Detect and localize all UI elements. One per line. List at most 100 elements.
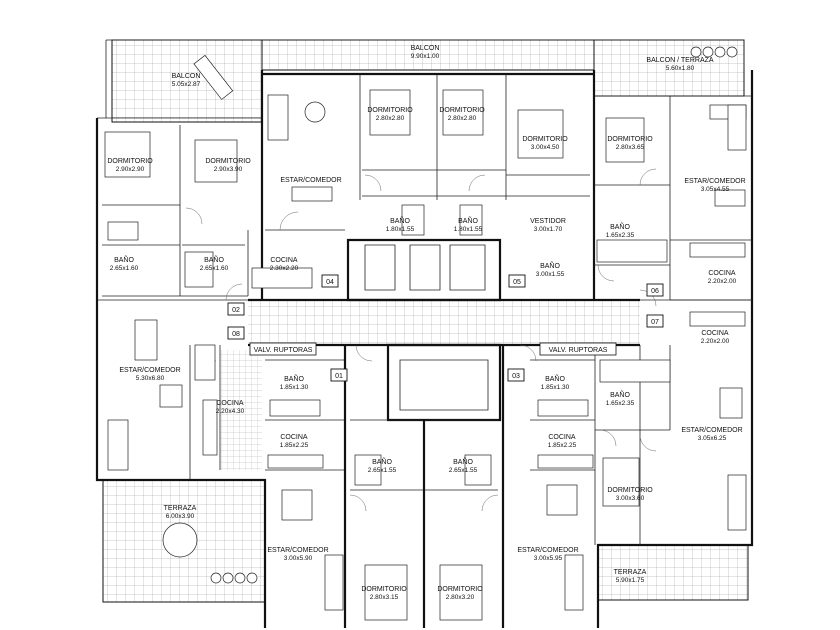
room-dimension-label: 2.80x2.80 <box>376 115 405 122</box>
unit-tag-label: 05 <box>513 279 521 286</box>
plant-icons <box>193 46 738 584</box>
valve-label-left: VALV. RUPTORAS <box>254 347 313 354</box>
unit-tag-02: 02 <box>227 302 245 316</box>
room-name-label: COCINA <box>708 270 736 277</box>
room-name-label: ESTAR/COMEDOR <box>119 367 180 374</box>
room-name-label: BAÑO <box>114 255 134 264</box>
room-name-label: BAÑO <box>453 457 473 466</box>
room-dimension-label: 1.80x1.55 <box>454 226 483 233</box>
room-name-label: DORMITORIO <box>437 586 483 593</box>
plant-icon <box>210 572 258 584</box>
room-name-label: BAÑO <box>284 374 304 383</box>
room-name-label: COCINA <box>548 434 576 441</box>
room-dimension-label: 9.90x1.00 <box>411 53 440 60</box>
balconies <box>102 39 749 603</box>
room-name-label: ESTAR/COMEDOR <box>684 178 745 185</box>
room-name-label: DORMITORIO <box>439 107 485 114</box>
valve-labels: VALV. RUPTORAS VALV. RUPTORAS <box>249 342 617 356</box>
room-dimension-label: 2.65x1.55 <box>449 467 478 474</box>
room-name-label: DORMITORIO <box>367 107 413 114</box>
sun-lounger-icon <box>193 54 234 100</box>
room-dimension-label: 2.90x2.90 <box>116 166 145 173</box>
unit-tag-label: 06 <box>651 288 659 295</box>
unit-tag-05: 05 <box>508 274 526 288</box>
room-name-label: TERRAZA <box>614 569 647 576</box>
valve-label-right: VALV. RUPTORAS <box>549 347 608 354</box>
room-dimension-label: 5.90x1.75 <box>616 577 645 584</box>
room-dimension-label: 2.65x1.55 <box>368 467 397 474</box>
room-name-label: DORMITORIO <box>361 586 407 593</box>
room-name-label: DORMITORIO <box>607 487 653 494</box>
room-dimension-label: 6.00x3.90 <box>166 513 195 520</box>
room-name-label: BAÑO <box>545 374 565 383</box>
room-dimension-label: 2.20x4.30 <box>216 408 245 415</box>
unit-tag-label: 08 <box>232 331 240 338</box>
plant-icon <box>690 46 738 58</box>
room-dimension-label: 5.60x1.80 <box>666 65 695 72</box>
unit-tags: 01 02 03 04 05 06 07 08 <box>227 274 664 382</box>
room-dimension-label: 2.30x2.20 <box>270 265 299 272</box>
room-dimension-label: 2.65x1.60 <box>200 265 229 272</box>
room-name-label: BALCON <box>172 73 201 80</box>
room-name-label: DORMITORIO <box>607 136 653 143</box>
room-dimension-label: 3.00x5.95 <box>534 555 563 562</box>
room-dimension-label: 3.05x6.25 <box>698 435 727 442</box>
room-dimension-label: 1.85x1.30 <box>541 384 570 391</box>
unit-tag-01: 01 <box>330 368 348 382</box>
furniture <box>104 89 747 621</box>
unit-tag-04: 04 <box>321 274 339 288</box>
room-dimension-label: 3.00x3.60 <box>616 495 645 502</box>
room-dimension-label: 2.80x3.65 <box>616 144 645 151</box>
room-name-label: DORMITORIO <box>107 158 153 165</box>
room-dimension-label: 2.65x1.60 <box>110 265 139 272</box>
room-name-label: BAÑO <box>390 216 410 225</box>
room-name-label: BALCON / TERRAZA <box>646 57 713 64</box>
room-dimension-label: 2.20x2.00 <box>708 278 737 285</box>
room-name-label: COCINA <box>701 330 729 337</box>
room-dimension-label: 5.05x2.87 <box>172 81 201 88</box>
room-dimension-label: 1.85x2.25 <box>548 442 577 449</box>
room-dimension-label: 1.80x1.55 <box>386 226 415 233</box>
room-dimension-label: 1.65x2.35 <box>606 232 635 239</box>
room-dimension-label: 2.80x2.80 <box>448 115 477 122</box>
room-name-label: COCINA <box>216 400 244 407</box>
room-name-label: COCINA <box>280 434 308 441</box>
unit-tag-03: 03 <box>507 368 525 382</box>
unit-tag-label: 07 <box>651 319 659 326</box>
interior-walls <box>97 72 752 628</box>
room-name-label: BALCON <box>411 45 440 52</box>
unit-tag-label: 04 <box>326 279 334 286</box>
room-dimension-label: 3.00x4.50 <box>531 144 560 151</box>
room-dimension-label: 2.80x3.20 <box>446 594 475 601</box>
room-dimension-label: 2.90x3.90 <box>214 166 243 173</box>
room-dimension-label: 1.65x2.35 <box>606 400 635 407</box>
room-name-label: ESTAR/COMEDOR <box>681 427 742 434</box>
room-name-label: BAÑO <box>610 390 630 399</box>
room-name-label: ESTAR/COMEDOR <box>280 177 341 184</box>
room-dimension-label: 3.00x5.90 <box>284 555 313 562</box>
room-name-label: VESTIDOR <box>530 218 566 225</box>
room-name-label: DORMITORIO <box>205 158 251 165</box>
room-name-label: ESTAR/COMEDOR <box>517 547 578 554</box>
room-name-label: BAÑO <box>204 255 224 264</box>
room-name-label: DORMITORIO <box>522 136 568 143</box>
room-dimension-label: 1.85x1.30 <box>280 384 309 391</box>
room-name-label: BAÑO <box>372 457 392 466</box>
unit-tag-label: 03 <box>512 373 520 380</box>
room-dimension-label: 1.85x2.25 <box>280 442 309 449</box>
unit-tag-08: 08 <box>227 326 245 340</box>
unit-tag-label: 01 <box>335 373 343 380</box>
room-dimension-label: 5.30x6.80 <box>136 375 165 382</box>
unit-tag-07: 07 <box>646 314 664 328</box>
room-name-label: TERRAZA <box>164 505 197 512</box>
unit-tag-label: 02 <box>232 307 240 314</box>
room-dimension-label: 2.80x3.15 <box>370 594 399 601</box>
room-name-label: ESTAR/COMEDOR <box>267 547 328 554</box>
room-name-label: BAÑO <box>610 222 630 231</box>
outer-walls <box>95 39 754 628</box>
room-dimension-label: 3.00x1.70 <box>534 226 563 233</box>
room-name-label: COCINA <box>270 257 298 264</box>
room-name-label: BAÑO <box>458 216 478 225</box>
